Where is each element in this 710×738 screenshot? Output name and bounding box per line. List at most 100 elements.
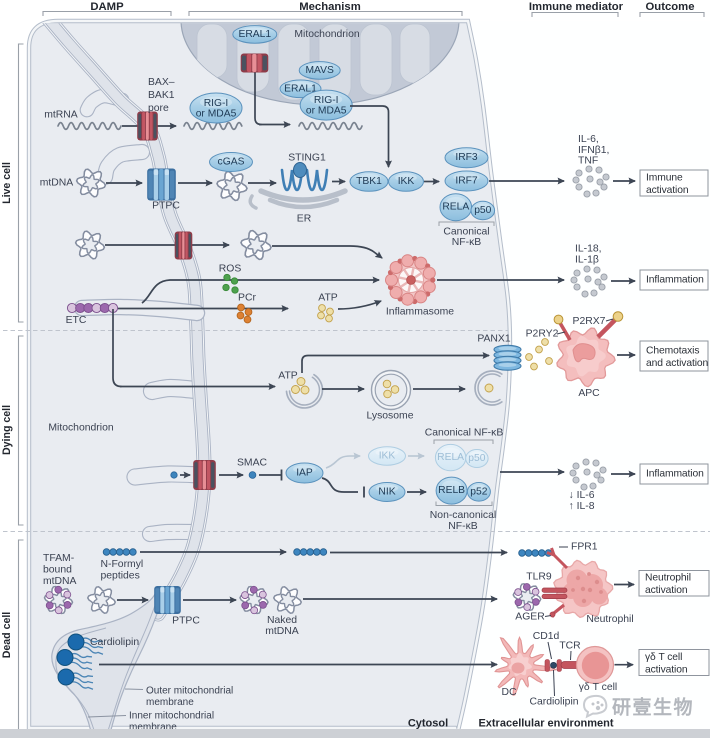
sting1-membrane-left	[280, 168, 304, 192]
mito-foot-inner-right	[107, 599, 158, 730]
nformyl-beads-1	[102, 548, 137, 556]
ptpc1-channel	[147, 168, 176, 201]
p2ry2-label: P2RY2	[526, 329, 559, 340]
section-live-cell: Live cell	[1, 162, 13, 204]
dc-label: DC	[501, 687, 517, 698]
outcome-inflammation-2: Inflammation	[639, 463, 709, 485]
mavs-oval: MAVS	[298, 61, 341, 80]
gdt-label: γδ T cell	[579, 682, 618, 693]
cardiolipin-mol-2	[56, 649, 93, 671]
tcr-label: TCR	[559, 641, 581, 652]
cardiolipin-label: Cardiolipin	[90, 637, 139, 648]
etc-beads	[66, 302, 119, 314]
panx1-label: PANX1	[477, 334, 511, 345]
iap-oval-label: IAP	[296, 468, 313, 479]
released-atp-dots	[525, 338, 553, 371]
inflammasome	[385, 254, 436, 306]
nik-oval: NIK	[368, 482, 406, 502]
cd1d-bar-1	[544, 659, 550, 672]
cd1d-leader	[547, 641, 552, 660]
p50-faded-oval-label: p50	[468, 453, 485, 464]
ptpc2-channel	[154, 586, 181, 614]
rela-oval: RELA	[439, 193, 473, 222]
row-atp-release: ATP Lysosome PANX1	[112, 309, 553, 422]
ros-label: ROS	[219, 264, 242, 275]
outcome-inflammation-1: Inflammation	[639, 269, 709, 291]
ikk-oval: IKK	[388, 171, 424, 192]
ikk-oval-label: IKK	[398, 176, 415, 187]
canonical-nfkb-label-2: Canonical NF-κB	[425, 428, 504, 439]
mtrna-squiggle-1	[57, 121, 122, 131]
extracellular-label: Extracellular environment	[478, 718, 613, 730]
mediator-il18-label: IL-18,IL-1β	[575, 243, 602, 265]
tbk1-oval-label: TBK1	[356, 176, 382, 187]
mito-top-label: Mitochondrion	[294, 29, 359, 40]
cardiolipin-mol-1	[67, 633, 104, 655]
section-dying-cell: Dying cell	[1, 405, 13, 455]
arrow-atp-inflammasome	[337, 300, 382, 310]
fpr1-label: FPR1	[571, 542, 598, 553]
neutrophil-label: Neutrophil	[586, 614, 633, 625]
cardiolipin2-leader	[553, 669, 555, 697]
sting1-membrane-right	[305, 168, 329, 192]
p52-oval: p52	[466, 482, 491, 502]
eral1-top-oval: ERAL1	[232, 25, 278, 44]
apc-nucleus	[572, 343, 596, 363]
apc-label: APC	[578, 388, 600, 399]
smac-label: SMAC	[237, 458, 268, 469]
mtrna-squiggle-2	[183, 121, 243, 131]
sting1-dimer	[293, 162, 307, 178]
ptpc2-label: PTPC	[172, 616, 200, 627]
lysosome-label: Lysosome	[367, 411, 414, 422]
atp-vesicle-dots	[291, 377, 310, 395]
smac-channel	[193, 460, 216, 490]
relb-oval: RELB	[435, 476, 468, 505]
outcome-inflammation-2-label: Inflammation	[646, 469, 704, 480]
canonical-bracket-1	[438, 221, 495, 226]
iap-ikk-faded-path	[325, 452, 361, 469]
p2ry2-receptor	[557, 321, 572, 341]
tlr9-label: TLR9	[526, 572, 552, 583]
mechanism-bracket	[188, 10, 463, 16]
er-arc-3	[248, 194, 258, 210]
smac-dot-1	[170, 471, 178, 479]
cardiolipin-mol-3	[57, 668, 94, 690]
bax-bak1-pore	[137, 111, 158, 141]
nformyl-beads-3	[518, 549, 553, 557]
ros-dots	[222, 273, 239, 294]
watermark-logo-dots	[591, 701, 604, 711]
panx1-channel	[493, 344, 522, 371]
p2rx7-receptor	[596, 317, 618, 339]
atp-label-2: ATP	[278, 371, 298, 382]
er-arc-2	[267, 197, 340, 210]
atp-dots-1	[317, 304, 334, 323]
pcr-label: PCr	[238, 293, 256, 304]
eral1-channel	[240, 53, 269, 73]
tfam-mtdna-ring-2	[239, 585, 269, 615]
pcr-dots	[236, 303, 253, 324]
damp-bracket	[42, 10, 172, 16]
relb-oval-label: RELB	[438, 485, 465, 496]
exocytosis-vesicle	[474, 370, 503, 406]
